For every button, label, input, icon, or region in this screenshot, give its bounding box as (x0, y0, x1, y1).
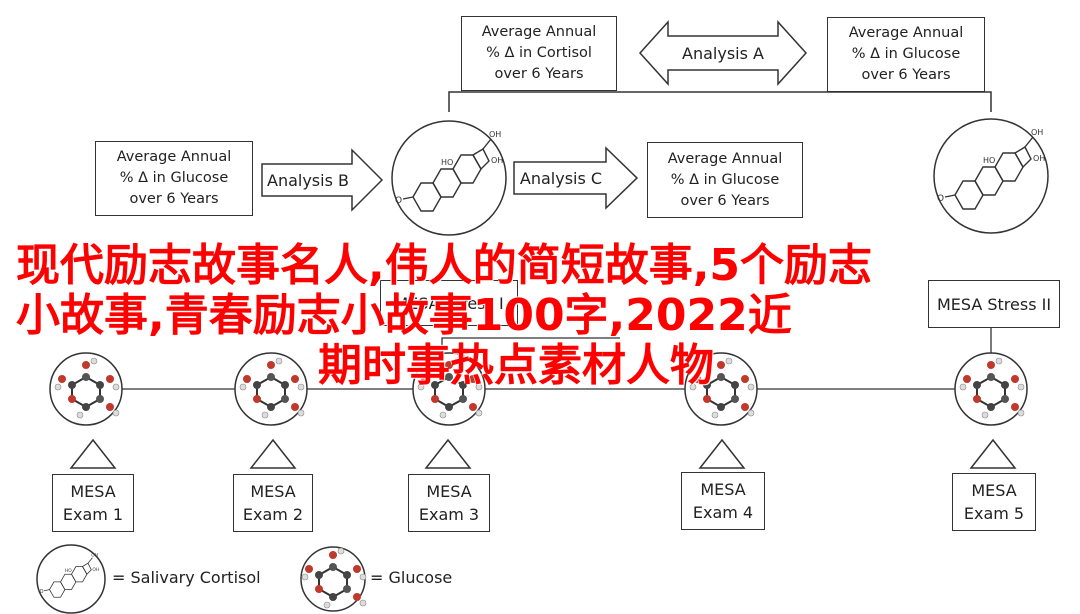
exam-line: MESA (250, 482, 296, 501)
analysis-b-arrow (261, 148, 384, 212)
mesa-exam-2-box: MESA Exam 2 (233, 474, 313, 532)
box-line: over 6 Years (494, 66, 584, 82)
triangle-exam4 (698, 438, 746, 469)
box-line: over 6 Years (861, 67, 951, 83)
glucose-circle-exam1 (49, 352, 123, 426)
glucose-circle-exam5 (954, 352, 1028, 426)
glucose-change-box-mid: Average Annual % Δ in Glucose over 6 Yea… (647, 142, 803, 218)
exam-line: MESA (971, 481, 1017, 500)
box-line: % Δ in Glucose (119, 170, 229, 186)
analysis-c-arrow (513, 146, 639, 210)
exam-line: Exam 3 (418, 505, 480, 524)
analysis-b-label: Analysis B (267, 170, 349, 190)
overlay-title-line3: 期时事热点素材人物 (318, 340, 714, 391)
mesa-exam-5-box: MESA Exam 5 (952, 473, 1036, 531)
cortisol-change-box-top: Average Annual % Δ in Cortisol over 6 Ye… (461, 16, 617, 91)
box-line: Average Annual (481, 24, 597, 40)
glucose-circle-exam4 (684, 352, 758, 426)
stress-ii-label: MESA Stress II (936, 294, 1052, 314)
analysis-a-label: Analysis A (682, 43, 764, 63)
analysis-a-arrow (638, 20, 808, 86)
stress-i-bracket (441, 337, 620, 354)
box-line: over 6 Years (129, 191, 219, 207)
cortisol-circle-exam3 (391, 120, 507, 236)
exam-line: MESA (70, 482, 116, 501)
box-line: % Δ in Glucose (670, 171, 780, 188)
box-line: % Δ in Glucose (851, 46, 961, 62)
exam-line: MESA (700, 480, 746, 499)
box-line: Average Annual (116, 149, 232, 165)
box-line: Average Annual (848, 25, 964, 41)
mesa-exam-4-box: MESA Exam 4 (681, 472, 765, 530)
exam-line: Exam 4 (692, 503, 754, 522)
overlay-title-line2: 小故事,青春励志小故事100字,2022近 (16, 290, 792, 341)
triangle-exam2 (249, 438, 297, 469)
stress-i-label: MESA Stress I (394, 293, 504, 313)
exam-line: MESA (426, 482, 472, 501)
analysis-a-bracket (448, 91, 992, 112)
box-line: % Δ in Cortisol (486, 45, 592, 61)
glucose-change-box-left: Average Annual % Δ in Glucose over 6 Yea… (95, 141, 253, 216)
analysis-c-label: Analysis C (519, 168, 603, 188)
triangle-exam1 (69, 438, 117, 469)
cortisol-circle-exam5 (933, 118, 1049, 234)
mesa-exam-1-box: MESA Exam 1 (52, 474, 134, 532)
legend-cortisol-label: = Salivary Cortisol (112, 568, 261, 587)
box-line: over 6 Years (680, 192, 770, 209)
exam-line: Exam 5 (963, 504, 1025, 523)
glucose-circle-exam3 (412, 352, 486, 426)
legend-glucose-label: = Glucose (370, 568, 453, 587)
legend-glucose-icon (300, 546, 367, 612)
triangle-exam5 (969, 438, 1017, 469)
mesa-stress-i-box: MESA Stress I (380, 280, 518, 326)
glucose-circle-exam2 (234, 352, 308, 426)
glucose-change-box-top-right: Average Annual % Δ in Glucose over 6 Yea… (827, 17, 985, 92)
exam-line: Exam 1 (62, 505, 124, 524)
triangle-exam3 (424, 438, 472, 469)
legend-cortisol-icon (36, 544, 106, 614)
exam-line: Exam 2 (242, 505, 304, 524)
box-line: Average Annual (667, 150, 783, 167)
mesa-stress-ii-box: MESA Stress II (928, 280, 1060, 328)
overlay-title-line1: 现代励志故事名人,伟人的简短故事,5个励志 (16, 240, 873, 291)
mesa-exam-3-box: MESA Exam 3 (408, 474, 490, 532)
